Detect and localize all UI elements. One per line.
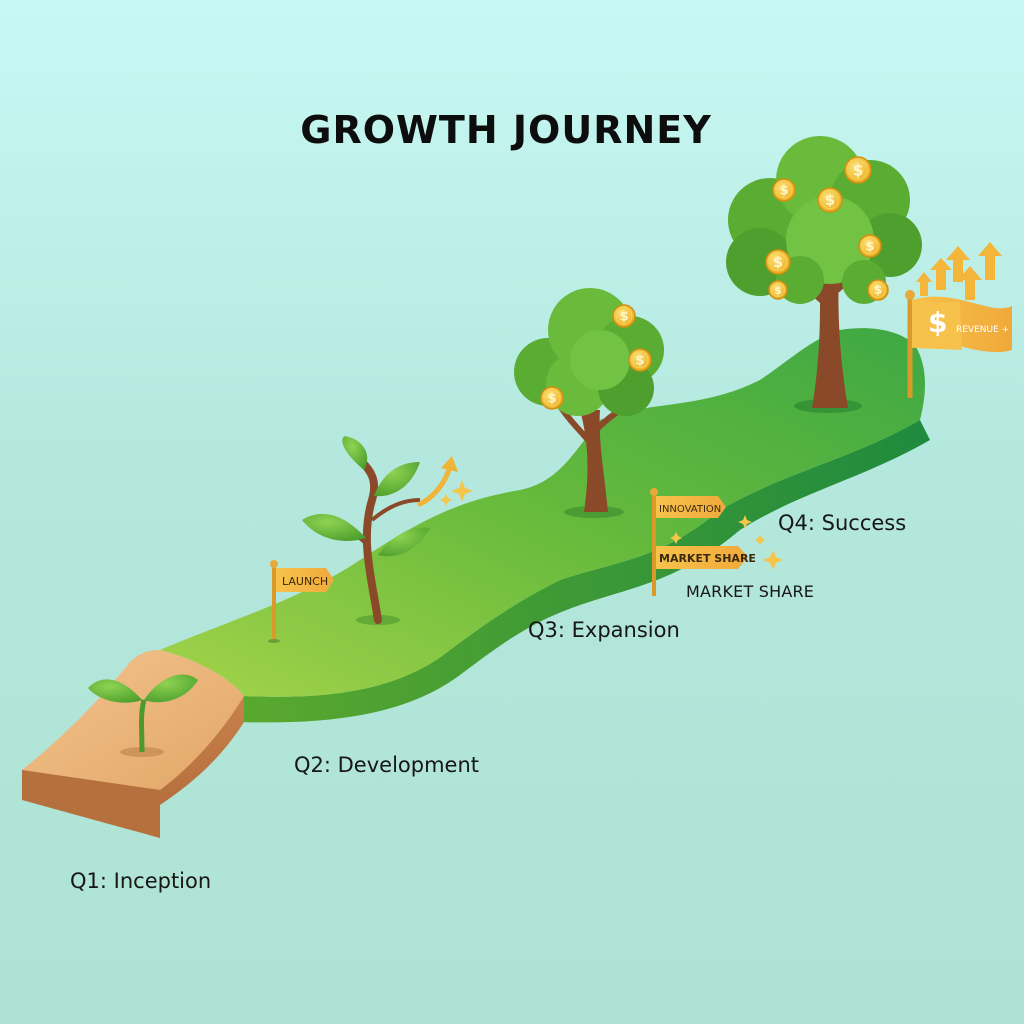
tree-q3 — [514, 288, 664, 518]
stage-label-q1: Q1: Inception — [70, 869, 212, 893]
market-share-flag-banner — [656, 546, 748, 569]
sprout-q1 — [88, 674, 198, 757]
coin-icon: $ — [817, 187, 843, 213]
coin-symbol: $ — [779, 184, 788, 199]
coin-icon: $ — [628, 348, 652, 372]
innovation-flag-text: INNOVATION — [659, 504, 721, 515]
coin-symbol: $ — [773, 255, 783, 271]
coin-icon: $ — [765, 249, 791, 275]
launch-flag-text: LAUNCH — [282, 575, 328, 588]
sapling-leaf-right — [378, 527, 430, 557]
sapling-leaf-top — [342, 436, 368, 470]
coin-symbol: $ — [635, 354, 644, 369]
stage-label-q3: Q3: Expansion — [528, 618, 680, 642]
innovation-flags — [650, 488, 783, 596]
dollar-badge — [914, 302, 962, 350]
coin-icon: $ — [858, 234, 882, 258]
sapling-q2 — [302, 436, 430, 625]
leaf-left — [88, 679, 142, 703]
coin-symbol: $ — [853, 161, 864, 179]
stage-label-q4: Q4: Success — [778, 511, 907, 535]
market-share-caption: MARKET SHARE — [686, 582, 815, 601]
coin-symbol: $ — [874, 283, 882, 297]
coin-symbol: $ — [825, 193, 835, 209]
coins: $ $ $ $ $ $ $ $ $ $ — [540, 156, 889, 410]
revenue-flag — [905, 290, 1012, 398]
coin-icon: $ — [768, 280, 788, 300]
revenue-flag-text: REVENUE + — [956, 325, 1009, 335]
growth-arrow-icon — [417, 456, 473, 507]
sapling-leaf-left — [302, 513, 366, 541]
path-side — [240, 420, 930, 723]
coin-symbol: $ — [619, 310, 628, 325]
coin-icon: $ — [612, 304, 636, 328]
sapling-stem — [358, 458, 382, 624]
stage-label-q2: Q2: Development — [294, 753, 480, 777]
tree-q3-canopy — [514, 288, 664, 416]
coin-symbol: $ — [547, 392, 556, 407]
launch-flag-banner — [276, 568, 334, 592]
coin-icon: $ — [867, 279, 889, 301]
revenue-dollar-symbol: $ — [928, 306, 947, 339]
leaf-right — [144, 674, 198, 703]
launch-flag — [268, 560, 334, 643]
soil-top — [22, 650, 244, 790]
path-top — [160, 328, 925, 697]
rising-arrows-icon — [916, 242, 1002, 300]
coin-icon: $ — [844, 156, 872, 184]
coin-symbol: $ — [774, 284, 782, 297]
coin-symbol: $ — [865, 240, 874, 255]
coin-icon: $ — [772, 178, 796, 202]
soil-front — [22, 770, 160, 838]
sapling-leaf-right-top — [374, 462, 420, 497]
tree-q4-canopy — [726, 136, 922, 304]
market-share-flag-text: MARKET SHARE — [659, 552, 756, 565]
innovation-flag-banner — [656, 496, 726, 518]
coin-icon: $ — [540, 386, 564, 410]
page-title: GROWTH JOURNEY — [300, 108, 712, 152]
